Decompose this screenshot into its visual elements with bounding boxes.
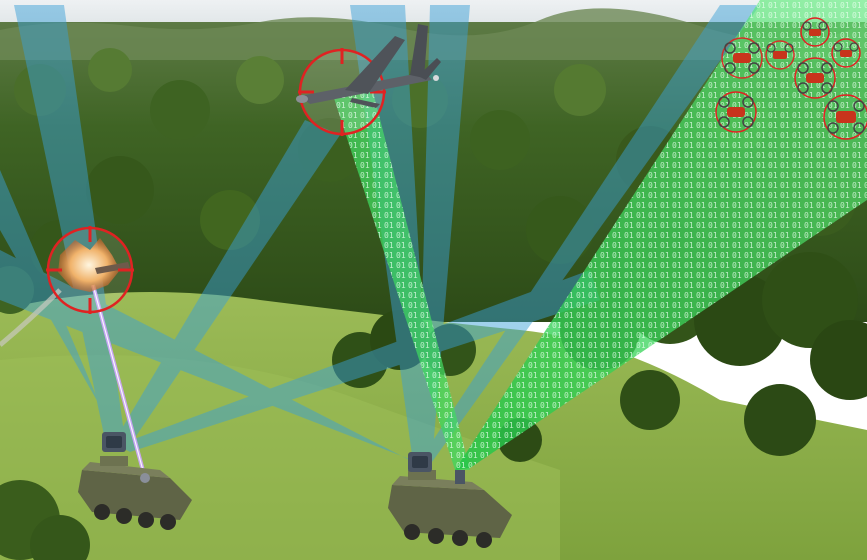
missile-smoke-trail (0, 288, 62, 347)
missile-icon (95, 262, 130, 274)
quadcopter-icon (823, 94, 867, 140)
uav-aircraft-icon (296, 24, 441, 108)
quadcopter-icon (765, 40, 795, 70)
reticle-missile-target (46, 226, 134, 314)
radar-beam-mid-right (420, 5, 760, 462)
radar-beam-left-to-mid (115, 120, 340, 448)
armored-vehicle-left (78, 432, 192, 530)
quadcopter-icon (800, 17, 830, 47)
distant-treeline (0, 8, 867, 61)
explosion-icon (58, 238, 120, 292)
radar-beam-left-right (118, 270, 600, 452)
quadcopter-icon (715, 91, 757, 133)
quadcopter-icon (794, 57, 836, 99)
drone-swarm (715, 17, 867, 140)
laser-beam (91, 284, 147, 479)
radar-beam-mid-left (0, 250, 425, 468)
radar-sensor-icon (102, 432, 126, 452)
bushes-left (0, 266, 90, 560)
armored-vehicle-right (388, 452, 512, 548)
quadcopter-icon (831, 38, 861, 68)
radar-sensor-icon (408, 452, 432, 472)
radar-beam-left-vertical (14, 5, 125, 440)
quadcopter-icon (721, 37, 763, 79)
cyber-beams (332, 0, 867, 470)
